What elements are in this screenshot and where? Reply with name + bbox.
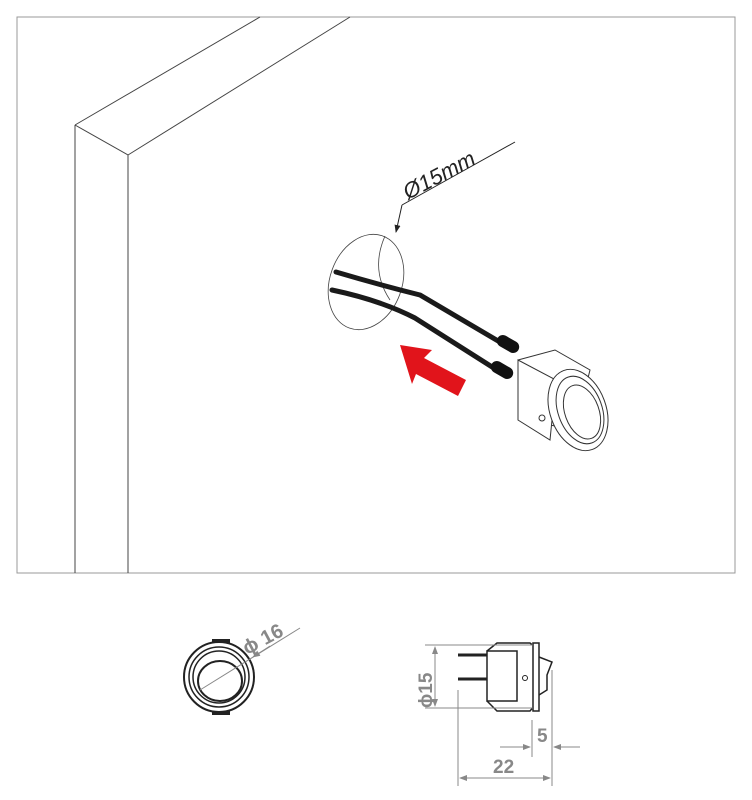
switch-wires xyxy=(329,269,513,375)
front-diameter-value: 16 xyxy=(257,620,287,650)
illustration-frame xyxy=(16,16,736,574)
side-view: ϕ15 5 22 xyxy=(416,642,580,786)
total-length-label: 22 xyxy=(493,757,514,778)
insert-direction-arrow xyxy=(400,345,466,396)
side-diameter-value: 15 xyxy=(416,672,437,694)
mounting-hole xyxy=(327,233,405,331)
svg-text:ϕ 16: ϕ 16 xyxy=(239,620,287,660)
hole-dimension-callout: Ø15mm xyxy=(394,141,516,233)
wire-sleeves xyxy=(490,335,520,379)
panel-board xyxy=(74,16,351,573)
side-diameter-symbol: ϕ xyxy=(416,694,437,708)
front-view: ϕ 16 xyxy=(183,620,301,715)
rocker-depth-label: 5 xyxy=(537,726,548,747)
rocker-switch-3d xyxy=(517,349,609,452)
hole-diameter-label: Ø15mm xyxy=(398,146,480,205)
svg-text:ϕ15: ϕ15 xyxy=(416,672,437,708)
